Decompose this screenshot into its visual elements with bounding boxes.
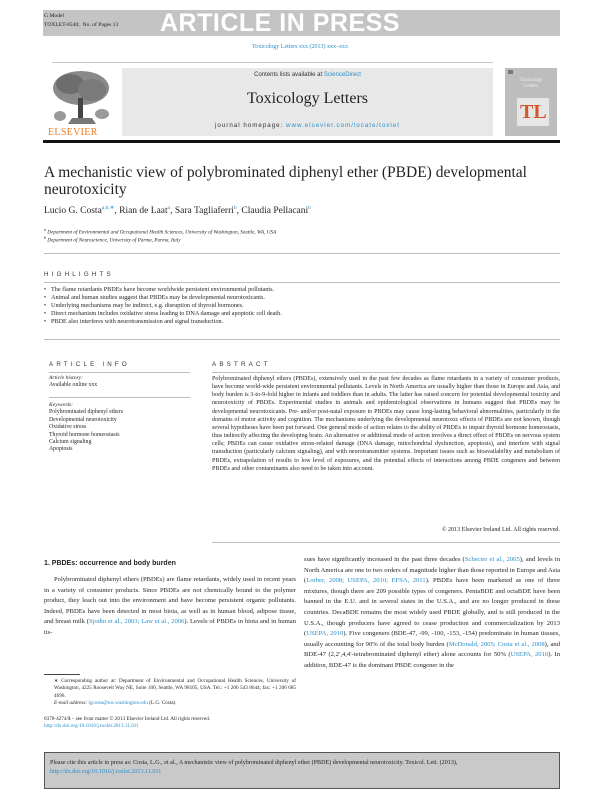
author-affiliation-mark[interactable]: b [233,205,237,211]
journal-cover-thumbnail: Toxicology Letters TL [505,68,557,136]
keyword: Apoptosis [49,446,73,453]
journal-reference[interactable]: Toxicology Letters xxx (2013) xxx–xxx [252,44,348,50]
abstract-copyright: © 2013 Elsevier Ireland Ltd. All rights … [441,527,560,533]
abstract-text: Polybrominated diphenyl ethers (PBDEs), … [212,376,560,472]
manuscript-meta: G Model TOXLET-8540; No. of Pages 13 [44,12,118,30]
cover-panel [517,98,549,126]
article-title: A mechanistic view of polybrominated dip… [44,164,527,198]
divider [52,62,493,63]
affiliation: b Department of Neuroscience, University… [44,235,181,244]
highlight-item: The flame retardants PBDEs have become w… [44,286,560,294]
keyword: Developmental neurotoxicity [49,416,117,423]
author-name: Rian de Laat [119,206,168,217]
doi-link[interactable]: http://dx.doi.org/10.1016/j.toxlet.2013.… [44,723,139,730]
divider [49,372,190,373]
citation-doi-link[interactable]: http://dx.doi.org/10.1016/j.toxlet.2013.… [50,769,162,775]
author-affiliation-mark[interactable]: a [167,205,171,211]
author-affiliation-mark[interactable]: b [308,205,311,211]
citation-link[interactable]: Sjodin et al., 2003; Law et al., 2006 [88,618,185,626]
keyword: Calcium signaling [49,439,92,446]
manuscript-id: TOXLET-8540; [44,22,80,28]
abstract-heading: ABSTRACT [212,361,271,368]
citation-link[interactable]: McDonald, 2005; Costa et al., 2008 [448,640,545,648]
author-name: Claudia Pellacani [241,206,309,217]
journal-homepage: journal homepage: www.elsevier.com/locat… [215,122,400,129]
citation-box: Please cite this article in press as: Co… [44,752,560,789]
highlight-item: PBDE also interferes with neurotransmiss… [44,318,560,326]
article-in-press-banner [43,10,560,36]
footnote-divider [44,674,80,675]
contents-line: Contents lists available at ScienceDirec… [254,72,361,78]
cover-title: Toxicology Letters [519,78,543,89]
elsevier-tree-logo-icon [48,68,114,126]
elsevier-wordmark: ELSEVIER [48,127,98,138]
body-column-left: Polybrominated diphenyl ethers (PBDEs) a… [44,576,297,636]
affiliation: a Department of Environmental and Occupa… [44,227,277,236]
divider [212,372,560,373]
keyword: Oxidative stress [49,424,87,431]
history-value: Available online xxx [49,382,98,388]
divider [44,339,560,340]
divider [49,397,190,399]
email-link[interactable]: lgcosta@uw.washington.edu [88,699,148,706]
issn-block: 0378-4274/$ – see front matter © 2013 El… [44,716,296,731]
article-in-press-title: ARTICLE IN PRESS [160,9,400,37]
article-info-heading: ARTICLE INFO [49,361,130,368]
divider [44,282,560,283]
highlight-item: Animal and human studies suggest that PB… [44,294,560,302]
highlights-list: The flame retardants PBDEs have become w… [44,286,560,327]
highlight-item: Underlying mechanisms may be indirect, e… [44,302,560,310]
highlights-heading: HIGHLIGHTS [44,271,114,278]
author-affiliation-mark[interactable]: a,b,∗ [101,205,115,211]
homepage-link[interactable]: www.elsevier.com/locate/toxlet [286,122,400,129]
author-list: Lucio G. Costaa,b,∗, Rian de Laata, Sara… [44,205,311,217]
email-line: E-mail address: lgcosta@uw.washington.ed… [54,699,177,706]
highlight-item: Direct mechanism includes oxidative stre… [44,310,560,318]
journal-title: Toxicology Letters [246,90,369,107]
citation-link[interactable]: Schecter et al., 2005 [464,556,520,563]
keyword: Polybrominated diphenyl ethers [49,409,124,416]
section-heading: 1. PBDEs: occurrence and body burden [44,560,176,567]
article-info: Article history: Available online xxx Ke… [49,375,190,454]
history-label: Article history: [49,375,84,381]
model-label: G Model [44,13,65,19]
citation-link[interactable]: USEPA, 2010 [510,651,549,659]
citation-link[interactable]: Lorber, 2008; USEPA, 2010; EFSA, 2011 [306,577,426,585]
body-column-right: sues have significantly increased in the… [304,556,561,669]
keywords-label: Keywords: [49,402,74,409]
corresponding-author-footnote: ∗ Corresponding author at: Department of… [44,678,296,707]
citation-link[interactable]: USEPA, 2010 [306,630,344,638]
masthead-divider [43,140,560,143]
keyword: Thyroid hormone homeostasis [49,431,120,438]
divider [212,542,560,543]
cover-logo-icon [508,70,513,74]
cover-monogram: TL [520,101,547,123]
divider [44,253,560,254]
author-name: Lucio G. Costa [44,206,102,217]
issn-line: 0378-4274/$ – see front matter © 2013 El… [44,716,211,722]
author-name: Sara Tagliaferri [174,206,234,217]
sciencedirect-link[interactable]: ScienceDirect [323,72,361,78]
page-count: No. of Pages 13 [82,22,119,28]
journal-masthead: Contents lists available at ScienceDirec… [122,68,493,136]
